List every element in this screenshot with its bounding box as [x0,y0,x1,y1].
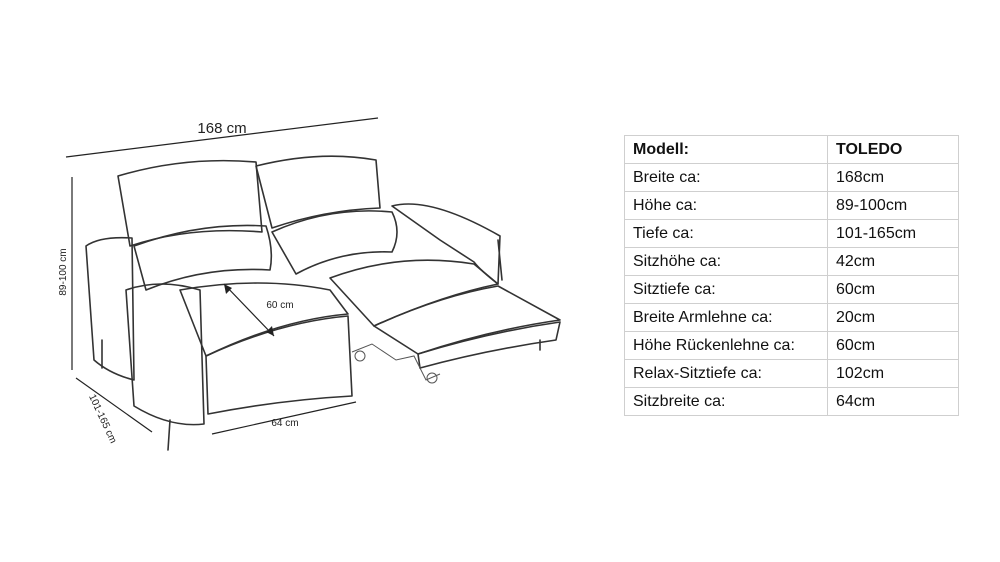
spec-value: 89-100cm [827,191,959,220]
spec-header-value: TOLEDO [827,135,959,164]
spec-table: Modell: TOLEDO Breite ca: 168cm Höhe ca:… [624,135,959,416]
height-label: 89-100 cm [58,248,69,295]
spec-value: 42cm [827,247,959,276]
sofa-dimension-drawing: 168 cm 89-100 cm 101-165 cm [58,117,561,451]
depth-dimension: 101-165 cm [75,377,153,446]
spec-value: 20cm [827,303,959,332]
height-dimension: 89-100 cm [58,177,73,370]
spec-row: Sitztiefe ca: 60cm [624,275,959,304]
spec-row: Höhe Rückenlehne ca: 60cm [624,331,959,360]
spec-value: 168cm [827,163,959,192]
spec-label: Sitztiefe ca: [624,275,828,304]
spec-header-row: Modell: TOLEDO [624,135,959,164]
spec-label: Sitzhöhe ca: [624,247,828,276]
arrow-head-icon [266,326,274,336]
sofa-sketch [85,155,561,451]
seat-width-dimension: 64 cm [211,401,357,435]
depth-label: 101-165 cm [86,393,118,446]
spec-row: Breite Armlehne ca: 20cm [624,303,959,332]
width-dimension: 168 cm [65,117,379,158]
spec-row: Höhe ca: 89-100cm [624,191,959,220]
spec-row: Sitzhöhe ca: 42cm [624,247,959,276]
width-label: 168 cm [197,120,246,137]
seat-depth-dimension: 60 cm [223,283,294,337]
spec-label: Breite Armlehne ca: [624,303,828,332]
spec-row: Tiefe ca: 101-165cm [624,219,959,248]
spec-row: Relax-Sitztiefe ca: 102cm [624,359,959,388]
spec-row: Breite ca: 168cm [624,163,959,192]
spec-value: 64cm [827,387,959,416]
spec-label: Breite ca: [624,163,828,192]
spec-value: 60cm [827,331,959,360]
seat-depth-label: 60 cm [266,300,293,311]
spec-label: Relax-Sitztiefe ca: [624,359,828,388]
spec-label: Höhe Rückenlehne ca: [624,331,828,360]
arrow-head-icon [224,284,232,294]
spec-value: 101-165cm [827,219,959,248]
spec-label: Tiefe ca: [624,219,828,248]
seat-width-label: 64 cm [271,418,298,429]
spec-value: 60cm [827,275,959,304]
spec-label: Höhe ca: [624,191,828,220]
spec-row: Sitzbreite ca: 64cm [624,387,959,416]
spec-label: Sitzbreite ca: [624,387,828,416]
spec-value: 102cm [827,359,959,388]
spec-header-label: Modell: [624,135,828,164]
